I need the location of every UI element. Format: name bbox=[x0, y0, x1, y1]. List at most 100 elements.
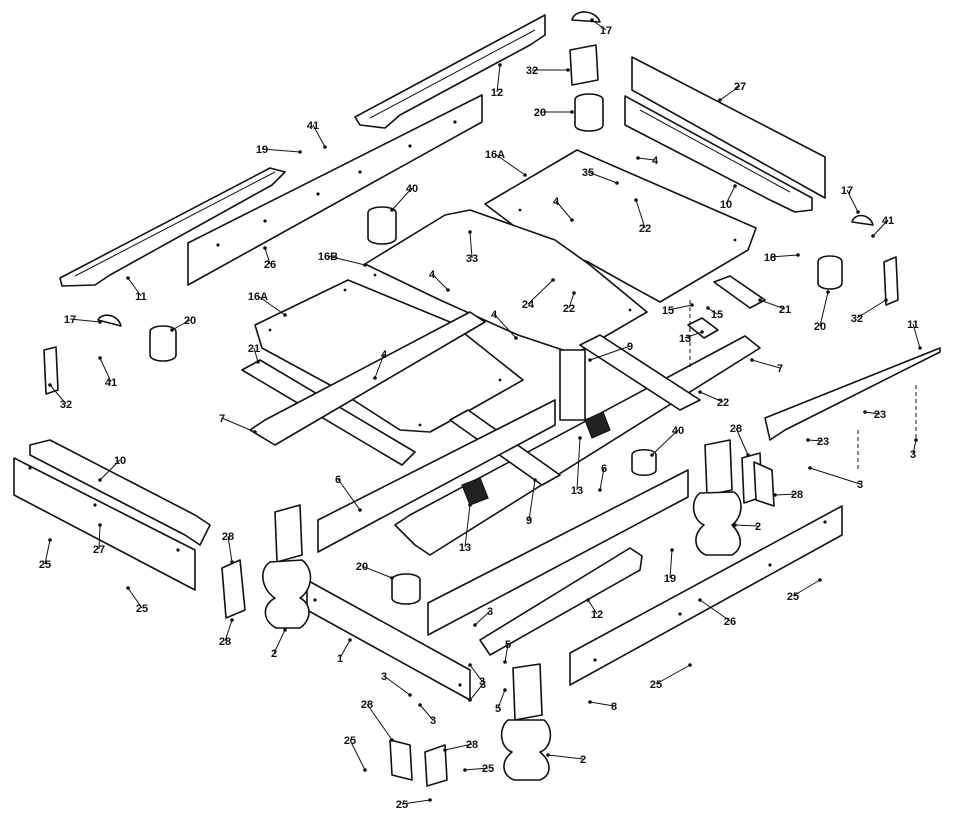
leader-arrowhead bbox=[428, 798, 432, 802]
part-number-label: 3 bbox=[910, 449, 916, 461]
part-number-label: 22 bbox=[717, 397, 729, 409]
cup-20-top bbox=[574, 93, 604, 132]
leader-arrowhead bbox=[826, 290, 830, 294]
leader-line bbox=[494, 153, 526, 176]
part-number-label: 22 bbox=[639, 223, 651, 235]
leader-line bbox=[774, 493, 798, 496]
rail-12-lower bbox=[479, 547, 643, 656]
leader-arrowhead bbox=[590, 18, 594, 22]
part-number-label: 33 bbox=[466, 253, 478, 265]
leader-line bbox=[912, 439, 917, 455]
part-number-label: 19 bbox=[256, 144, 268, 156]
leader-arrowhead bbox=[733, 523, 737, 527]
leader-arrowhead bbox=[698, 390, 702, 394]
leader-arrowhead bbox=[498, 63, 502, 67]
leader-line bbox=[374, 353, 385, 379]
cap-17-right bbox=[851, 214, 874, 226]
part-number-label: 16A bbox=[248, 291, 268, 303]
leader-arrowhead bbox=[230, 618, 234, 622]
leader-line bbox=[127, 277, 142, 297]
leader-arrowhead bbox=[298, 150, 302, 154]
part-number-label: 18 bbox=[764, 252, 776, 264]
leader-line bbox=[655, 664, 691, 685]
part-number-label: 11 bbox=[135, 291, 147, 303]
part-number-label: 3 bbox=[857, 479, 863, 491]
leader-arrowhead bbox=[98, 478, 102, 482]
leader-line bbox=[912, 323, 921, 349]
leader-line bbox=[587, 599, 598, 615]
part-number-label: 4 bbox=[553, 196, 560, 208]
leader-arrowhead bbox=[856, 210, 860, 214]
leader-line bbox=[719, 85, 741, 101]
part-number-label: 41 bbox=[882, 215, 894, 227]
leader-arrowhead bbox=[170, 328, 174, 332]
pocket-32-left bbox=[43, 346, 59, 395]
part-number-label: 20 bbox=[534, 107, 546, 119]
part-number-label: 10 bbox=[114, 455, 126, 467]
leader-arrowhead bbox=[818, 578, 822, 582]
leader-line bbox=[684, 331, 703, 339]
cup-20-lower bbox=[391, 573, 421, 605]
leader-line bbox=[444, 743, 473, 751]
rail-12-top bbox=[354, 14, 546, 129]
leader-line bbox=[69, 318, 101, 323]
leader-line bbox=[361, 565, 393, 579]
leader-arrowhead bbox=[230, 560, 234, 564]
leader-arrowhead bbox=[546, 753, 550, 757]
leader-arrowhead bbox=[863, 410, 867, 414]
leader-arrowhead bbox=[634, 198, 638, 202]
leader-line bbox=[528, 479, 536, 521]
cup-20-right bbox=[817, 255, 843, 290]
leader-line bbox=[576, 437, 581, 491]
apron-6-right bbox=[427, 469, 689, 636]
leader-arrowhead bbox=[698, 598, 702, 602]
part-number-label: 21 bbox=[248, 343, 260, 355]
part-number-label: 10 bbox=[720, 199, 732, 211]
leader-arrowhead bbox=[700, 330, 704, 334]
part-number-label: 15 bbox=[662, 305, 674, 317]
pocket-32-top bbox=[569, 44, 599, 86]
leader-line bbox=[527, 279, 554, 305]
bracket-13-mid bbox=[584, 411, 611, 439]
leader-arrowhead bbox=[473, 623, 477, 627]
part-number-label: 7 bbox=[219, 413, 225, 425]
part-number-label: 40 bbox=[672, 425, 684, 437]
leader-line bbox=[759, 299, 786, 310]
leader-line bbox=[547, 754, 584, 760]
leader-line bbox=[669, 549, 673, 579]
cap-17-top bbox=[571, 11, 601, 23]
part-number-label: 25 bbox=[39, 559, 51, 571]
part-number-label: 4 bbox=[491, 309, 498, 321]
part-number-label: 28 bbox=[791, 489, 803, 501]
leader-line bbox=[99, 459, 121, 481]
part-number-label: 6 bbox=[601, 463, 607, 475]
leader-line bbox=[635, 199, 646, 229]
leader-arrowhead bbox=[533, 478, 537, 482]
bracket-28-right-b bbox=[753, 461, 775, 507]
part-number-label: 25 bbox=[650, 679, 662, 691]
part-number-label: 28 bbox=[466, 739, 478, 751]
part-number-label: 28 bbox=[361, 699, 373, 711]
leader-line bbox=[637, 157, 656, 161]
leader-arrowhead bbox=[572, 291, 576, 295]
rail-10-upper bbox=[624, 95, 813, 213]
leader-arrowhead bbox=[918, 346, 922, 350]
leader-line bbox=[735, 427, 749, 456]
cup-40-lower bbox=[631, 448, 657, 477]
leg-2-front bbox=[500, 663, 552, 781]
part-number-label: 28 bbox=[730, 423, 742, 435]
crossbar-7-left bbox=[249, 311, 486, 446]
leader-arrowhead bbox=[283, 628, 287, 632]
leader-line bbox=[224, 619, 233, 642]
part-number-label: 20 bbox=[356, 561, 368, 573]
leader-arrowhead bbox=[390, 208, 394, 212]
part-number-label: 5 bbox=[495, 703, 501, 715]
part-number-label: 9 bbox=[627, 341, 633, 353]
leader-line bbox=[807, 439, 824, 442]
leader-arrowhead bbox=[358, 508, 362, 512]
leader-line bbox=[568, 292, 575, 309]
leader-arrowhead bbox=[126, 276, 130, 280]
part-number-label: 12 bbox=[591, 609, 603, 621]
part-number-label: 12 bbox=[491, 87, 503, 99]
leader-arrowhead bbox=[586, 598, 590, 602]
